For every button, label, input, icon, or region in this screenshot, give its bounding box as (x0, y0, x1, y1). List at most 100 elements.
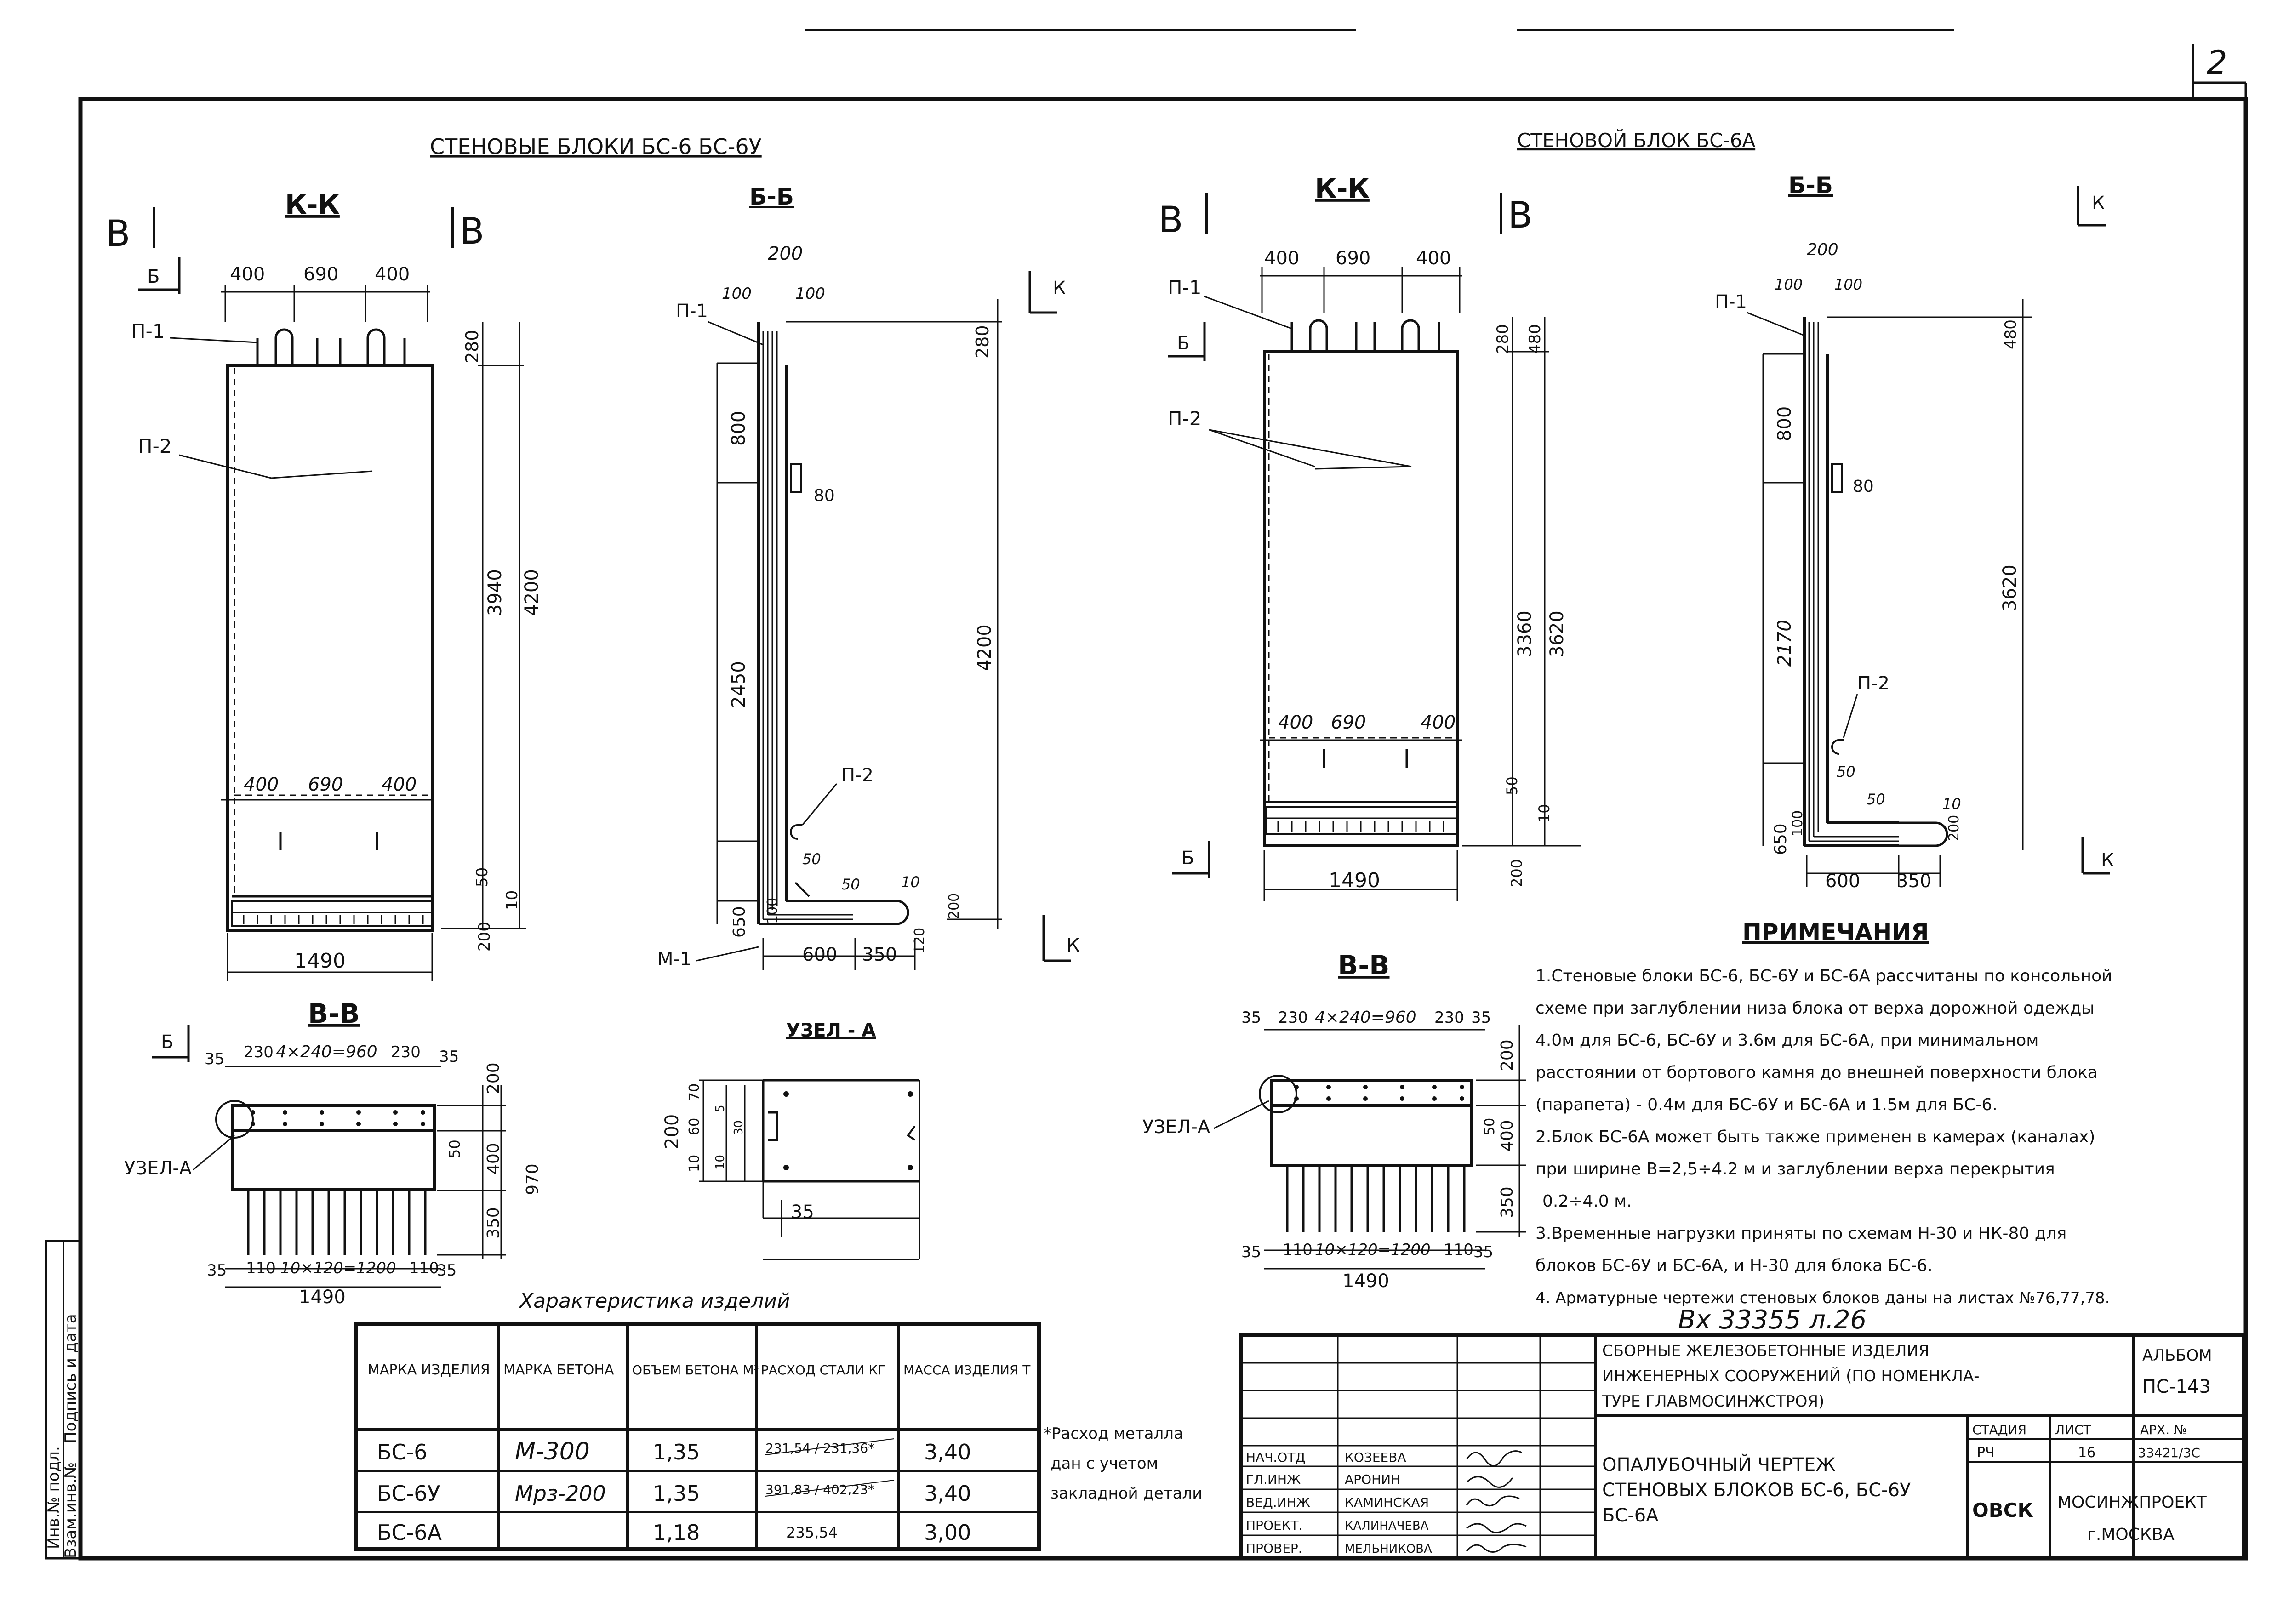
row3-mass: 3,00 (924, 1520, 971, 1545)
node-a-label: УЗЕЛ - А (786, 1020, 876, 1041)
signer-name-2: АРОНИН (1345, 1472, 1400, 1487)
dim-right-bb-600: 600 (1825, 871, 1860, 892)
right-kk-p1: П-1 (1168, 276, 1201, 299)
right-bb-p2: П-2 (1857, 673, 1889, 694)
dim-left-bb-50: 50 (802, 850, 821, 868)
dim-left-bb-100: 100 (765, 898, 781, 924)
left-vv-view: В-В Б 35 230 4×240=960 230 35 (124, 998, 542, 1308)
note-line-10: блоков БС-6У и БС-6А, и Н-30 для блока Б… (1536, 1256, 1933, 1275)
dim-right-vv-b110: 110 (1283, 1241, 1313, 1259)
stamp-desc-3: ТУРЕ ГЛАВМОСИНЖСТРОЯ) (1602, 1392, 1824, 1411)
dim-left-bot-690: 690 (308, 774, 343, 795)
dim-left-bb-10: 10 (901, 873, 920, 891)
dim-left-vv-b35b: 35 (437, 1261, 457, 1280)
footnote-2: дан с учетом (1050, 1454, 1158, 1473)
row2-mark: БС-6У (377, 1481, 440, 1506)
dim-left-bb-200b: 200 (946, 893, 962, 919)
dim-left-vv-b110b: 110 (409, 1259, 439, 1277)
left-bb-m1: М-1 (657, 949, 691, 970)
dim-node-10: 10 (686, 1155, 702, 1172)
note-line-5: (парапета) - 0.4м для БС-6У и БС-6А и 1.… (1536, 1095, 1998, 1114)
stamp-archive: 33421/3С (2138, 1445, 2200, 1460)
signer-role-5: ПРОВЕР. (1246, 1541, 1302, 1556)
dim-right-h3620: 3620 (1547, 610, 1568, 657)
node-a-detail: УЗЕЛ - А 200 (662, 1020, 920, 1260)
stamp-desc-1: СБОРНЫЕ ЖЕЛЕЗОБЕТОННЫЕ ИЗДЕЛИЯ (1602, 1342, 1929, 1360)
dim-left-vv-bmid: 10×120=1200 (280, 1259, 396, 1277)
dim-right-vv-35: 35 (1241, 1009, 1261, 1027)
title-block: Вх 33355 л.26 СБОРНЫЕ ЖЕЛЕЗОБЕТОННЫЕ ИЗД… (1239, 1305, 2245, 1560)
dim-left-bb-280: 280 (972, 325, 993, 359)
dim-left-bb-650: 650 (730, 906, 749, 938)
dim-right-bb-480: 480 (2002, 319, 2020, 349)
dim-right-bb-350: 350 (1896, 871, 1931, 892)
dim-right-bb-80: 80 (1853, 477, 1874, 496)
dim-right-vv-400: 400 (1498, 1120, 1517, 1151)
th-mark: МАРКА ИЗДЕЛИЯ (368, 1362, 490, 1378)
row3-steel: 235,54 (786, 1524, 838, 1541)
dim-node-30: 30 (732, 1120, 746, 1135)
dim-right-top-690: 690 (1336, 248, 1370, 269)
dim-left-vv-970: 970 (523, 1163, 542, 1195)
stamp-stage-label: СТАДИЯ (1972, 1422, 2026, 1437)
dim-left-h280: 280 (462, 330, 482, 363)
dim-right-bb-100b: 100 (1834, 276, 1862, 293)
dim-right-vv-50: 50 (1482, 1118, 1498, 1135)
right-bb-cut-k-top: К (2092, 193, 2105, 214)
notes-block: ПРИМЕЧАНИЯ 1.Стеновые блоки БС-6, БС-6У … (1536, 919, 2112, 1307)
dim-right-bb-10: 10 (1942, 795, 1961, 813)
footnote-1: *Расход металла (1044, 1425, 1183, 1443)
stamp-archive-label: АРХ. № (2140, 1422, 2187, 1437)
note-line-4: расстоянии от бортового камня до внешней… (1536, 1063, 2098, 1082)
dim-right-mid-400a: 400 (1278, 712, 1313, 733)
right-view-b-1: В (1159, 199, 1183, 241)
left-title: СТЕНОВЫЕ БЛОКИ БС-6 БС-6У (430, 134, 762, 159)
dim-right-h10: 10 (1536, 804, 1553, 823)
dim-left-bb-200: 200 (768, 243, 803, 264)
sheet-number: 2 (2207, 44, 2227, 81)
note-line-3: 4.0м для БС-6, БС-6У и 3.6м для БС-6А, п… (1536, 1031, 2038, 1050)
footnote-3: закладной детали (1050, 1484, 1202, 1503)
dim-right-vv-b110b: 110 (1444, 1241, 1473, 1259)
signer-role-1: НАЧ.ОТД (1246, 1450, 1305, 1465)
dim-node-70: 70 (686, 1083, 702, 1101)
dim-left-h10: 10 (503, 890, 521, 910)
side-stamp: Инв.№ подл. Подпись и дата Взам.инв.№ (45, 1240, 82, 1560)
dim-right-w1490: 1490 (1329, 869, 1380, 892)
dim-left-vv-50: 50 (446, 1140, 463, 1158)
left-view-b-1: В (106, 213, 131, 255)
left-kk-label: К-К (285, 189, 340, 220)
dim-left-bb-100b: 100 (795, 285, 825, 303)
right-cut-b-top: Б (1177, 333, 1189, 354)
note-line-9: 3.Временные нагрузки приняты по схемам Н… (1536, 1224, 2066, 1243)
right-vv-uzel: УЗЕЛ-А (1142, 1117, 1210, 1138)
stamp-album: ПС-143 (2142, 1376, 2211, 1397)
stamp-title-3: БС-6А (1602, 1505, 1659, 1526)
dim-left-bb-2450: 2450 (728, 661, 749, 708)
row1-mass: 3,40 (924, 1440, 971, 1464)
notes-title: ПРИМЕЧАНИЯ (1742, 919, 1929, 946)
signer-name-5: МЕЛЬНИКОВА (1345, 1542, 1432, 1556)
dim-right-vv-230: 230 (1278, 1009, 1308, 1027)
stamp-title-1: ОПАЛУБОЧНЫЙ ЧЕРТЕЖ (1602, 1453, 1835, 1476)
dim-left-vv-350: 350 (484, 1207, 503, 1239)
dim-right-h50: 50 (1503, 776, 1521, 795)
th-mass: МАССА ИЗДЕЛИЯ Т (903, 1362, 1031, 1378)
right-vv-label: В-В (1338, 950, 1390, 981)
dim-right-mid-400b: 400 (1421, 712, 1456, 733)
right-bb-label: Б-Б (1788, 172, 1833, 199)
note-line-11: 4. Арматурные чертежи стеновых блоков да… (1536, 1289, 2110, 1307)
stamp-stage: РЧ (1977, 1445, 1995, 1461)
dim-right-bb-200b: 200 (1946, 815, 1962, 841)
row1-mark: БС-6 (377, 1440, 428, 1464)
note-line-8: 0.2÷4.0 м. (1542, 1192, 1632, 1211)
stamp-album-label: АЛЬБОМ (2142, 1346, 2212, 1365)
dim-left-vv-mid: 4×240=960 (276, 1043, 377, 1061)
dim-left-vv-200: 200 (484, 1062, 503, 1094)
dim-left-h3940: 3940 (485, 569, 506, 616)
note-line-7: при ширине В=2,5÷4.2 м и заглублении вер… (1536, 1160, 2055, 1179)
characteristics-title: Характеристика изделий (519, 1289, 790, 1313)
dim-left-bot-400b: 400 (382, 774, 417, 795)
dim-right-vv-350: 350 (1498, 1186, 1517, 1218)
